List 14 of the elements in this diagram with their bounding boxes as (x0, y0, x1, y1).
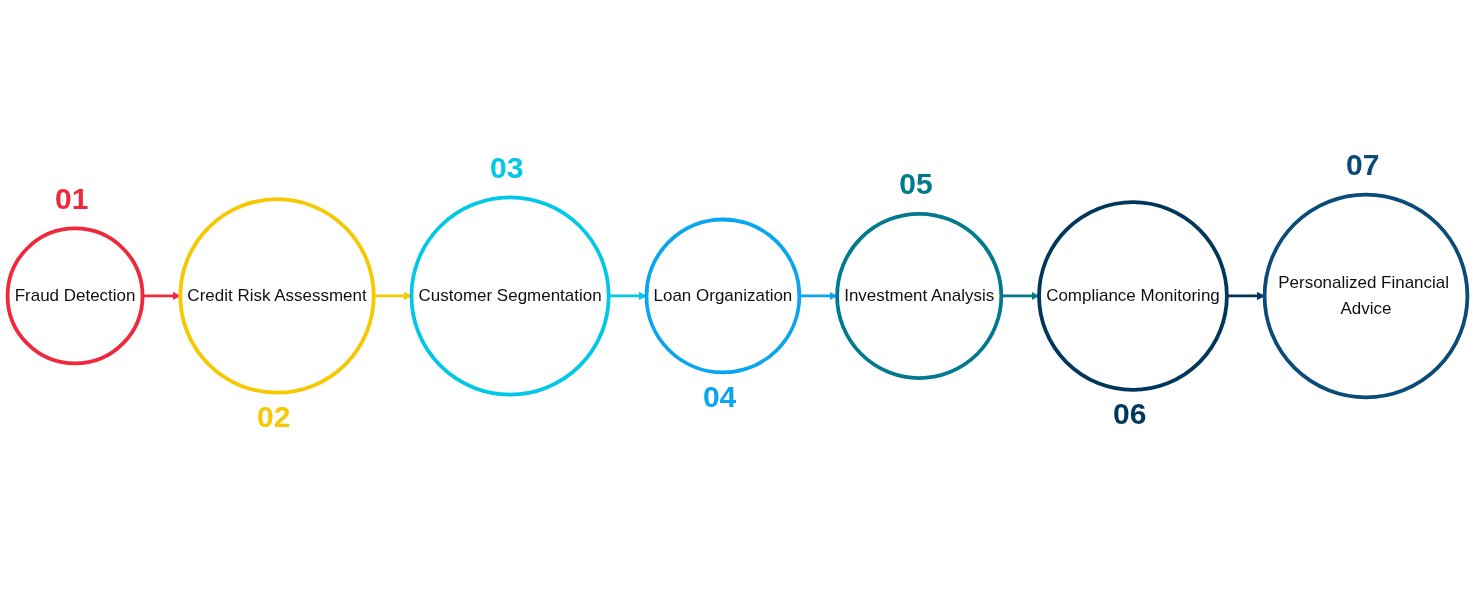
step-number: 05 (899, 167, 933, 202)
step-number: 04 (702, 379, 737, 414)
step-number: 06 (1112, 397, 1147, 432)
node-circle: Compliance Monitoring (1037, 199, 1229, 392)
node-circle: Customer Segmentation (409, 195, 611, 396)
node-circle: Investment Analysis (835, 211, 1004, 380)
step-number: 02 (257, 400, 291, 435)
node-circle: Credit Risk Assessment (178, 196, 376, 395)
step-number: 01 (55, 182, 89, 216)
node-circle: Personalized Financial Advice (1262, 192, 1470, 399)
step-number: 03 (490, 150, 524, 185)
node-circle: Fraud Detection (5, 226, 145, 365)
node-circle: Loan Organization (644, 217, 802, 374)
step-number: 07 (1346, 148, 1380, 183)
